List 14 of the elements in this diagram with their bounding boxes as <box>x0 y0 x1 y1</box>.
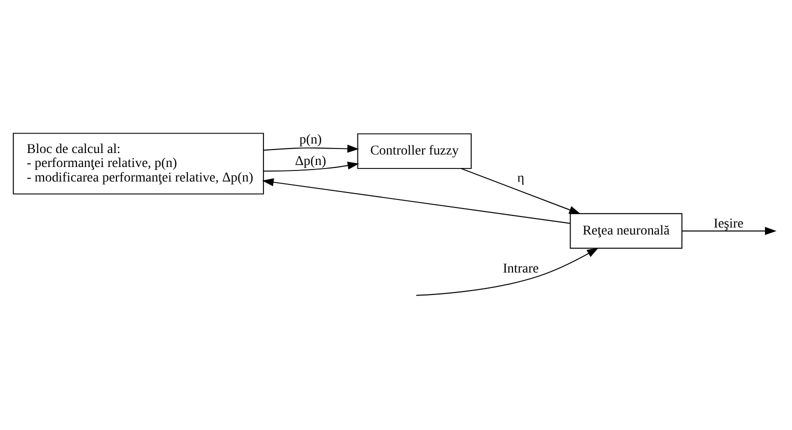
arrow <box>416 248 599 296</box>
edge-label: p(n) <box>299 132 322 147</box>
edge-label: η <box>517 170 524 186</box>
node-box: Bloc de calcul al: - performanţei relative, p(n) - modificarea performanţei relative, Δp(n) <box>12 132 264 194</box>
edge-label: Ieşire <box>714 215 744 230</box>
node-box: Reţea neuronală <box>570 213 682 249</box>
arrow <box>682 226 777 236</box>
node-box: Controller fuzzy <box>357 133 472 169</box>
arrow <box>263 162 360 172</box>
arrow <box>262 144 359 153</box>
edge-label: Intrare <box>502 260 539 276</box>
arrow <box>262 178 571 224</box>
edge-label: Δp(n) <box>295 152 326 168</box>
arrow <box>460 168 581 214</box>
